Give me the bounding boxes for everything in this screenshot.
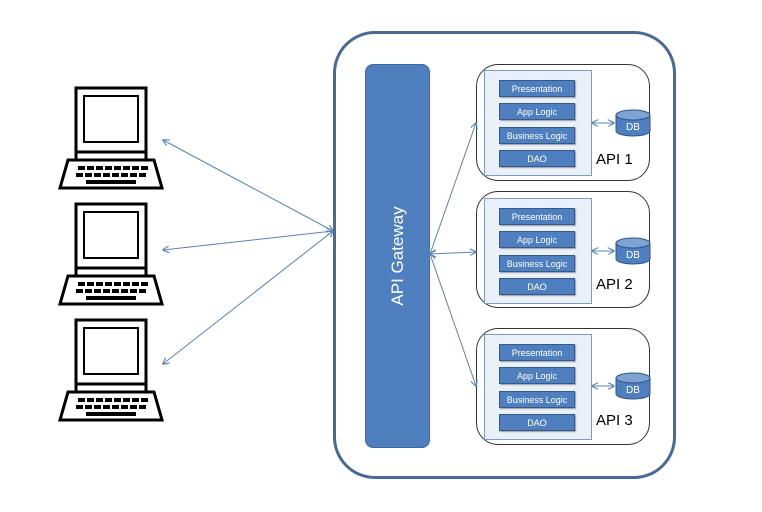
api-name-3: API 3 <box>596 412 633 429</box>
gateway-arrow-3 <box>430 254 476 386</box>
computer-terminal-icon <box>58 86 164 190</box>
layer-presentation: Presentation <box>499 344 575 361</box>
layer-dao: DAO <box>499 278 575 295</box>
computer-terminal-icon <box>58 318 164 422</box>
layer-presentation: Presentation <box>499 80 575 97</box>
api-name-2: API 2 <box>596 276 633 293</box>
client-arrow-3 <box>163 231 333 364</box>
layer-dao: DAO <box>499 150 575 167</box>
api-name-1: API 1 <box>596 151 633 168</box>
database-icon: DB <box>615 109 651 137</box>
layer-presentation: Presentation <box>499 208 575 225</box>
gateway-arrow-2 <box>430 252 476 254</box>
db-label: DB <box>626 385 640 396</box>
client-arrow-1 <box>163 140 333 231</box>
computer-terminal-icon <box>58 202 164 306</box>
layer-business-logic: Business Logic <box>499 127 575 144</box>
layer-app-logic: App Logic <box>499 367 575 384</box>
layer-app-logic: App Logic <box>499 231 575 248</box>
database-icon: DB <box>615 372 651 400</box>
database-icon: DB <box>615 237 651 265</box>
gateway-arrow-1 <box>430 123 476 254</box>
layer-dao: DAO <box>499 414 575 431</box>
db-label: DB <box>626 250 640 261</box>
db-label: DB <box>626 122 640 133</box>
client-arrow-2 <box>163 231 333 250</box>
layer-business-logic: Business Logic <box>499 255 575 272</box>
api-gateway: API Gateway <box>365 64 430 448</box>
layer-business-logic: Business Logic <box>499 391 575 408</box>
layer-app-logic: App Logic <box>499 103 575 120</box>
